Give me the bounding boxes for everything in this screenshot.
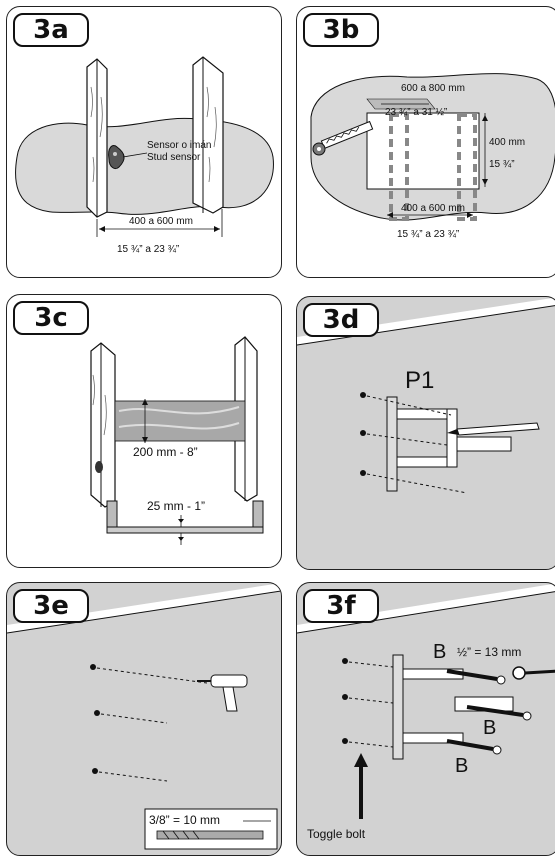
drill-bit-icon (156, 830, 264, 840)
step-badge-3f: 3f (303, 589, 379, 623)
panel-3c: 3c 200 mm - 8” 25 mm - 1” (6, 294, 282, 568)
mark-holes-illustration (297, 297, 555, 494)
label-top-in: 23 ¾” a 31 ½” (385, 107, 448, 118)
label-part-p1: P1 (405, 367, 435, 394)
step-badge-3e: 3e (13, 589, 89, 623)
step-badge-3a: 3a (13, 13, 89, 47)
label-drill-size: 3/8” = 10 mm (149, 813, 221, 827)
panel-3b: 3b 600 a 800 mm 23 ¾” a 31 ½” 400 mm 15 … (296, 6, 555, 278)
wood-blocking (114, 400, 246, 442)
label-stud-spacing-mm: 400 a 600 mm (129, 216, 193, 227)
wall-layout-illustration (310, 73, 555, 221)
label-gap: 25 mm - 1” (147, 499, 206, 513)
label-bolt-size: ½” = 13 mm (457, 645, 522, 659)
stud-finding-illustration (15, 56, 274, 237)
panel-3f: 3f B ½” = 13 mm B B (296, 582, 555, 856)
right-stud (192, 56, 224, 214)
label-bottom-in: 15 ¾” a 23 ¾” (397, 229, 460, 240)
label-toggle-bolt: Toggle bolt (307, 827, 366, 841)
stud-sensor-icon (108, 145, 125, 170)
drill-icon (197, 674, 248, 712)
panel-3a: 3a Sensor o imán Stud sensor 400 a 600 m… (6, 6, 282, 278)
socket-wrench-icon (512, 666, 555, 680)
label-bolt-b-2: B (483, 717, 497, 739)
arrow-up-icon (354, 753, 368, 819)
bracket-height-illustration (90, 336, 264, 545)
panel-3d: 3d P1 (296, 296, 555, 570)
label-bolt-b-3: B (455, 755, 469, 777)
label-sensor-en: Stud sensor (147, 152, 201, 163)
label-stud-spacing-in: 15 ¾” a 23 ¾” (117, 244, 180, 255)
drill-holes-illustration (7, 583, 281, 850)
step-badge-3d: 3d (303, 303, 379, 337)
label-sensor-es: Sensor o imán (147, 140, 212, 151)
wall-plate (386, 396, 398, 492)
label-right-mm: 400 mm (489, 137, 526, 148)
pencil-icon (456, 422, 540, 436)
lag-bolt-icon (446, 669, 532, 755)
mount-template (366, 112, 480, 190)
label-bottom-mm: 400 a 600 mm (401, 203, 465, 214)
step-badge-3c: 3c (13, 301, 89, 335)
panel-3e: 3e 3/8” = 10 mm (6, 582, 282, 856)
label-blocking-height: 200 mm - 8” (133, 445, 198, 459)
label-right-in: 15 ¾” (489, 159, 515, 170)
step-badge-3b: 3b (303, 13, 379, 47)
label-bolt-b-1: B (433, 641, 447, 663)
install-bolts-illustration (297, 583, 555, 819)
label-top-mm: 600 a 800 mm (401, 83, 465, 94)
